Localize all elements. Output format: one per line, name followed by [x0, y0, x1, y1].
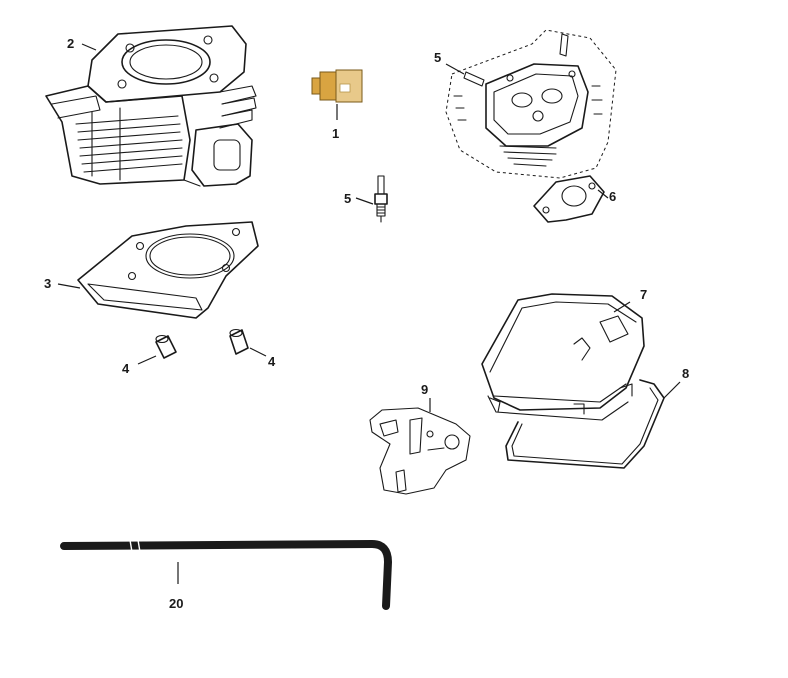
part-label-8: 7 — [640, 287, 647, 302]
dowel-pin-right[interactable] — [229, 328, 249, 355]
part-label-2: 2 — [67, 36, 74, 51]
part-label-1: 1 — [332, 126, 339, 141]
dowel-pin-left[interactable] — [155, 334, 177, 359]
part-label-5: 5 — [434, 50, 441, 65]
leader-line-8 — [613, 301, 631, 313]
leader-line-6 — [597, 189, 609, 199]
cam-chain-guide-plate[interactable] — [369, 407, 471, 495]
leader-line-7 — [355, 197, 374, 205]
leader-line-9 — [663, 381, 681, 399]
cylinder-block[interactable] — [45, 25, 257, 187]
leader-line-4-left — [137, 355, 157, 365]
leader-line-2 — [81, 43, 97, 51]
valve-cover-gasket[interactable] — [505, 379, 665, 469]
leader-line-3 — [57, 283, 81, 289]
part-label-9: 8 — [682, 366, 689, 381]
leader-line-4-right — [249, 347, 267, 357]
temperature-sensor[interactable] — [311, 69, 363, 103]
breather-hose[interactable] — [60, 539, 392, 610]
valve-cover[interactable] — [481, 293, 645, 421]
part-label-10: 9 — [421, 382, 428, 397]
cylinder-head-assembly[interactable] — [445, 29, 617, 179]
part-label-4-left: 4 — [122, 361, 130, 376]
part-label-4-right: 4 — [268, 354, 276, 369]
part-label-6: 6 — [609, 189, 616, 204]
part-label-3: 3 — [44, 276, 51, 291]
cylinder-base-gasket[interactable] — [77, 221, 259, 319]
leader-line-5 — [445, 63, 465, 75]
part-label-7: 5 — [344, 191, 351, 206]
part-label-20: 20 — [169, 596, 183, 611]
intake-gasket[interactable] — [533, 175, 605, 223]
spark-plug[interactable] — [374, 175, 388, 223]
